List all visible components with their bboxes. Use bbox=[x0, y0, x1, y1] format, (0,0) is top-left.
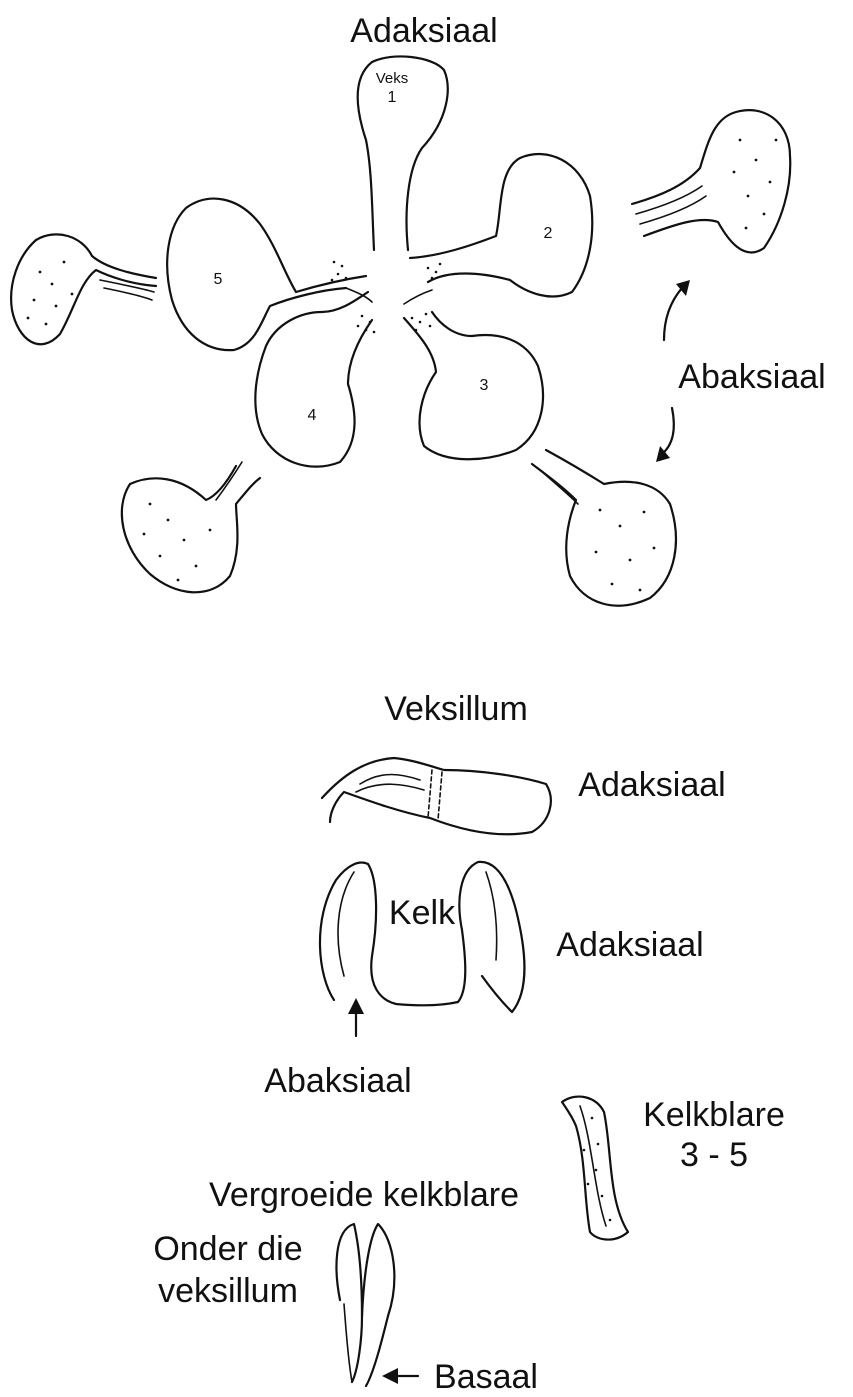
basaal-arrow-head bbox=[382, 1368, 398, 1384]
kelkblare-sepal bbox=[562, 1097, 628, 1240]
label-onder-1: Onder die bbox=[153, 1230, 302, 1268]
label-adaksiaal-veksillum: Adaksiaal bbox=[578, 766, 725, 804]
petal-label-5: 5 bbox=[214, 271, 223, 288]
petal-4 bbox=[255, 292, 372, 467]
arrow-up-icon bbox=[664, 288, 682, 340]
label-vergroeide: Vergroeide kelkblare bbox=[209, 1176, 519, 1214]
detached-petal-left bbox=[11, 234, 156, 344]
veksillum-side-view bbox=[322, 758, 551, 834]
label-onder-2: veksillum bbox=[158, 1272, 298, 1310]
detached-petal-lower-right bbox=[532, 450, 676, 606]
vergroeide-sepals bbox=[337, 1224, 395, 1386]
detached-petal-right bbox=[632, 110, 790, 252]
petal-label-veks: Veks bbox=[376, 70, 409, 87]
stippling-detached bbox=[27, 139, 778, 592]
petal-label-1: 1 bbox=[388, 89, 397, 106]
label-adaksiaal-kelk: Adaksiaal bbox=[556, 926, 703, 964]
petal-5 bbox=[167, 199, 366, 350]
stippling-centre bbox=[331, 261, 442, 334]
petal-label-2: 2 bbox=[544, 225, 553, 242]
label-adaksiaal-top: Adaksiaal bbox=[350, 12, 497, 50]
label-basaal: Basaal bbox=[434, 1358, 538, 1396]
petal-2 bbox=[410, 154, 592, 296]
kelk-arrow-head bbox=[348, 998, 364, 1014]
petal-3 bbox=[404, 312, 543, 459]
flower-corolla bbox=[167, 56, 592, 466]
kelk-calyx bbox=[320, 862, 525, 1012]
label-kelkblare-1: Kelkblare bbox=[643, 1096, 785, 1134]
label-kelk: Kelk bbox=[389, 894, 456, 932]
detached-petal-lower-left bbox=[122, 462, 260, 592]
label-abaksiaal-right: Abaksiaal bbox=[678, 358, 825, 396]
petal-label-3: 3 bbox=[480, 377, 489, 394]
label-kelkblare-2: 3 - 5 bbox=[680, 1136, 748, 1174]
label-veksillum: Veksillum bbox=[384, 690, 528, 728]
petal-label-4: 4 bbox=[308, 407, 317, 424]
label-abaksiaal-kelk: Abaksiaal bbox=[264, 1062, 411, 1100]
arrow-down-icon bbox=[662, 408, 674, 454]
